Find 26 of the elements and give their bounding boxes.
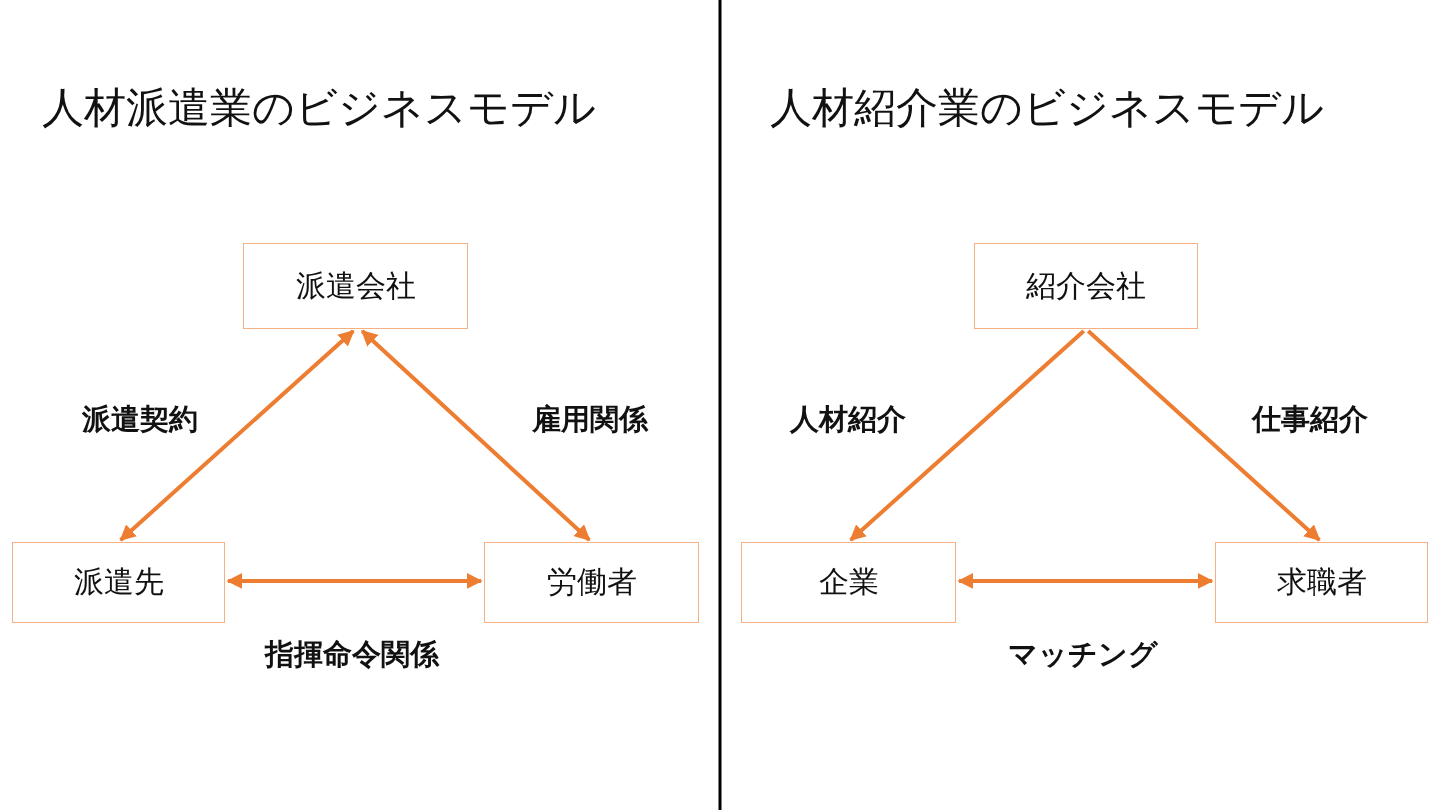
node-label: 企業	[818, 563, 879, 601]
edge-label: 仕事紹介	[1252, 401, 1368, 438]
arrow	[849, 329, 1086, 542]
entity-box	[1215, 542, 1428, 623]
edge-label: マッチング	[1008, 636, 1158, 673]
node-label: 求職者	[1276, 563, 1367, 601]
arrow	[1086, 329, 1321, 542]
arrow	[360, 329, 591, 542]
node-label: 派遣会社	[295, 266, 416, 305]
entity-box	[484, 542, 699, 623]
node-label: 労働者	[546, 563, 637, 601]
panel-heading: 人材紹介業のビジネスモデル	[770, 82, 1324, 134]
entity-box	[741, 542, 956, 623]
panel-heading: 人材派遣業のビジネスモデル	[42, 82, 596, 134]
entity-box	[12, 542, 225, 623]
entity-box	[243, 243, 468, 329]
entity-box	[974, 243, 1198, 329]
edge-label: 人材紹介	[790, 401, 906, 438]
edge-label: 雇用関係	[532, 401, 648, 438]
arrow	[226, 572, 483, 589]
edge-label: 指揮命令関係	[265, 636, 439, 673]
arrow	[119, 329, 355, 542]
node-label: 派遣先	[73, 563, 164, 601]
edge-label: 派遣契約	[82, 401, 198, 438]
node-label: 紹介会社	[1026, 266, 1146, 305]
arrow	[957, 572, 1214, 589]
